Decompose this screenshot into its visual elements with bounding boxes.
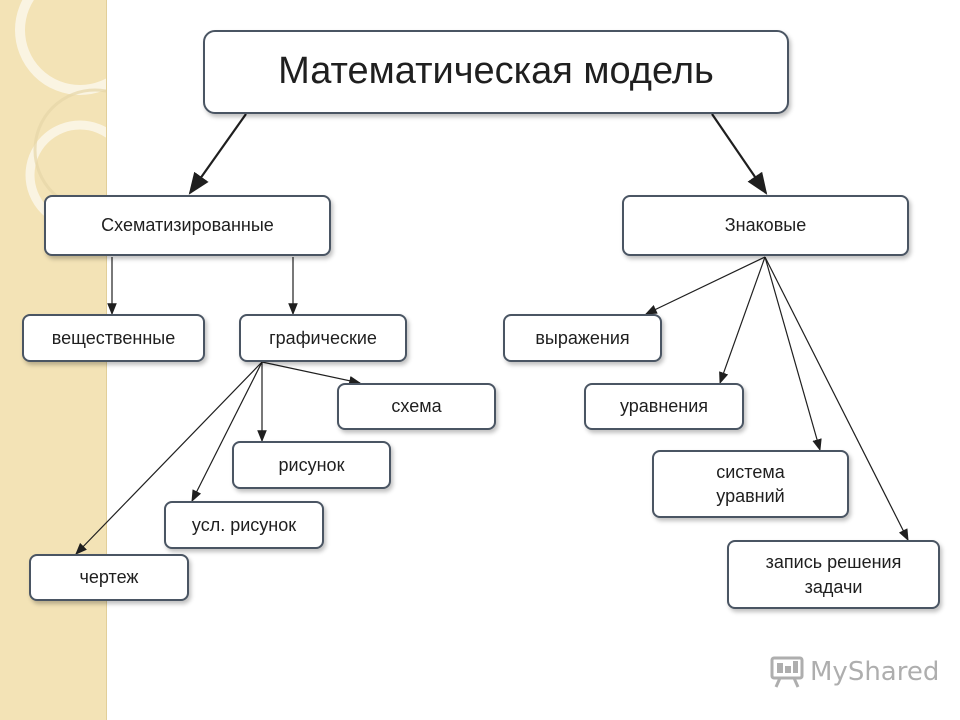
arrow-title-to-schematic bbox=[188, 113, 247, 195]
category-schematic-box: Схематизированные bbox=[44, 195, 331, 256]
arrow-symbolic-to-equations bbox=[719, 256, 766, 385]
presentation-board-icon bbox=[770, 656, 804, 688]
page-title: Математическая модель bbox=[278, 50, 714, 93]
node-solution-record: запись решения задачи bbox=[727, 540, 940, 609]
node-graphic-label: графические bbox=[269, 327, 377, 348]
arrow-symbolic-to-system bbox=[764, 256, 822, 452]
node-equation-system-line2: уравний bbox=[716, 486, 785, 506]
node-picture: рисунок bbox=[232, 441, 391, 489]
arrow-graphic-to-scheme bbox=[261, 361, 362, 386]
node-drawing: чертеж bbox=[29, 554, 189, 601]
arrow-graphic-to-drawing bbox=[75, 361, 263, 555]
node-conditional-picture: усл. рисунок bbox=[164, 501, 324, 549]
arrow-symbolic-to-expressions bbox=[644, 256, 766, 315]
node-solution-record-line1: запись решения bbox=[765, 552, 902, 573]
node-equations: уравнения bbox=[584, 383, 744, 430]
node-equation-system-line1: система bbox=[716, 461, 785, 482]
arrow-title-to-symbolic bbox=[711, 113, 768, 195]
node-scheme-label: схема bbox=[391, 396, 442, 417]
node-material-label: вещественные bbox=[51, 327, 176, 348]
title-box: Математическая модель bbox=[203, 30, 789, 114]
node-expressions: выражения bbox=[503, 314, 662, 362]
node-scheme: схема bbox=[337, 383, 496, 430]
node-drawing-label: чертеж bbox=[79, 567, 139, 588]
node-equation-system: система уравний bbox=[652, 450, 849, 518]
category-symbolic-label: Знаковые bbox=[724, 215, 807, 236]
node-graphic: графические bbox=[239, 314, 407, 362]
watermark: MyShared bbox=[770, 656, 939, 688]
node-conditional-picture-label: усл. рисунок bbox=[191, 514, 297, 535]
watermark-text: MyShared bbox=[810, 657, 940, 687]
arrow-graphic-to-conditional-picture bbox=[191, 361, 263, 503]
category-schematic-label: Схематизированные bbox=[101, 215, 274, 236]
category-symbolic-box: Знаковые bbox=[622, 195, 909, 256]
arrow-symbolic-to-solution bbox=[764, 256, 909, 542]
node-equations-label: уравнения bbox=[619, 396, 709, 417]
node-expressions-label: выражения bbox=[535, 327, 630, 348]
node-picture-label: рисунок bbox=[278, 454, 345, 475]
node-solution-record-line2: задачи bbox=[804, 576, 863, 597]
node-material: вещественные bbox=[22, 314, 205, 362]
